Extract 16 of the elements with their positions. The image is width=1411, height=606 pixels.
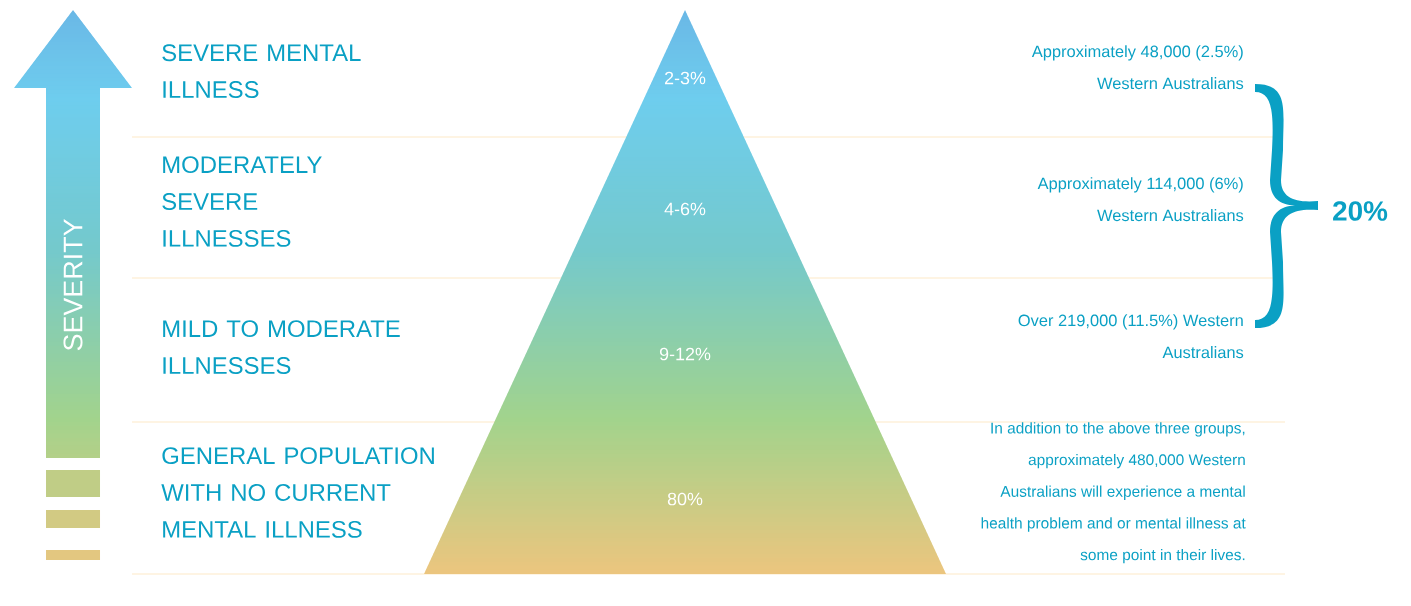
count-label: Approximately 48,000 (2.5%) Western Australians <box>1031 45 1244 90</box>
pyramid-level: 4-6% <box>561 137 809 278</box>
category-label: MODERATELY SEVERE ILLNESSES <box>162 156 322 247</box>
node-label: 80% <box>667 492 703 506</box>
node-label: 9-12% <box>659 347 711 361</box>
note-text: In addition to the above three groups, approximately 480,000 Western Australians will experience a mental health problem and or mental illness at some point in their lives. <box>981 422 1246 564</box>
node-label: 2-3% <box>664 71 706 85</box>
pyramid-level: 2-3% <box>626 10 744 137</box>
node-label: SEVERITY <box>63 219 83 351</box>
node-label: 4-6% <box>664 202 706 216</box>
category-label: SEVERE MENTAL ILLNESS <box>162 44 361 98</box>
category-label: MILD TO MODERATE ILLNESSES <box>163 320 400 374</box>
count-label: Over 219,000 (11.5%) Western Australians <box>1018 314 1244 359</box>
pyramid-level: 9-12% <box>494 278 876 422</box>
total-label: 20% <box>1333 201 1388 221</box>
count-label: Approximately 114,000 (6%) Western Australians <box>1037 177 1244 222</box>
